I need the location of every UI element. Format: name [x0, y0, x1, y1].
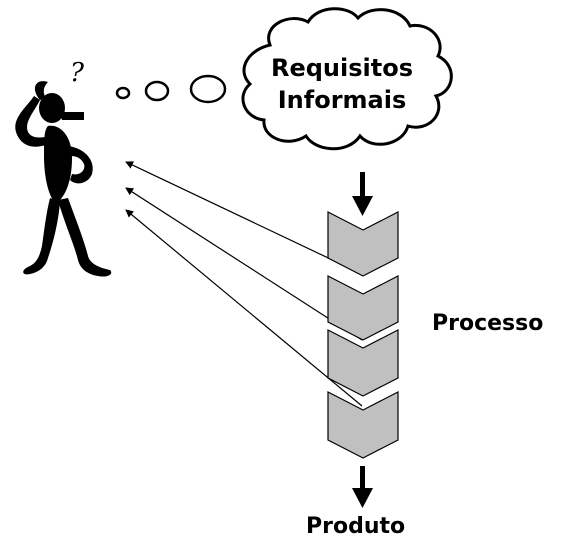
cloud-label-line1: Requisitos: [270, 54, 413, 82]
process-step: [327, 275, 399, 341]
thought-cloud-icon: [241, 7, 453, 151]
confused-person-icon: [15, 81, 112, 277]
feedback-arrow: [125, 209, 363, 407]
feedback-arrows: [125, 161, 363, 407]
feedback-arrow: [125, 187, 363, 341]
down-arrow-icon: [352, 466, 373, 508]
product-label: Produto: [306, 514, 406, 539]
feedback-arrow: [125, 161, 363, 275]
cloud-label-line2: Informais: [277, 86, 407, 114]
process-label: Processo: [432, 311, 544, 336]
down-arrow-icon: [352, 172, 373, 216]
process-steps: [327, 211, 399, 459]
process-step: [327, 211, 399, 277]
cloud-label: Requisitos Informais: [252, 52, 432, 116]
thought-bubble-icon: [115, 74, 227, 104]
process-step: [327, 329, 399, 397]
question-mark: ?: [70, 58, 84, 88]
process-step: [327, 391, 399, 459]
